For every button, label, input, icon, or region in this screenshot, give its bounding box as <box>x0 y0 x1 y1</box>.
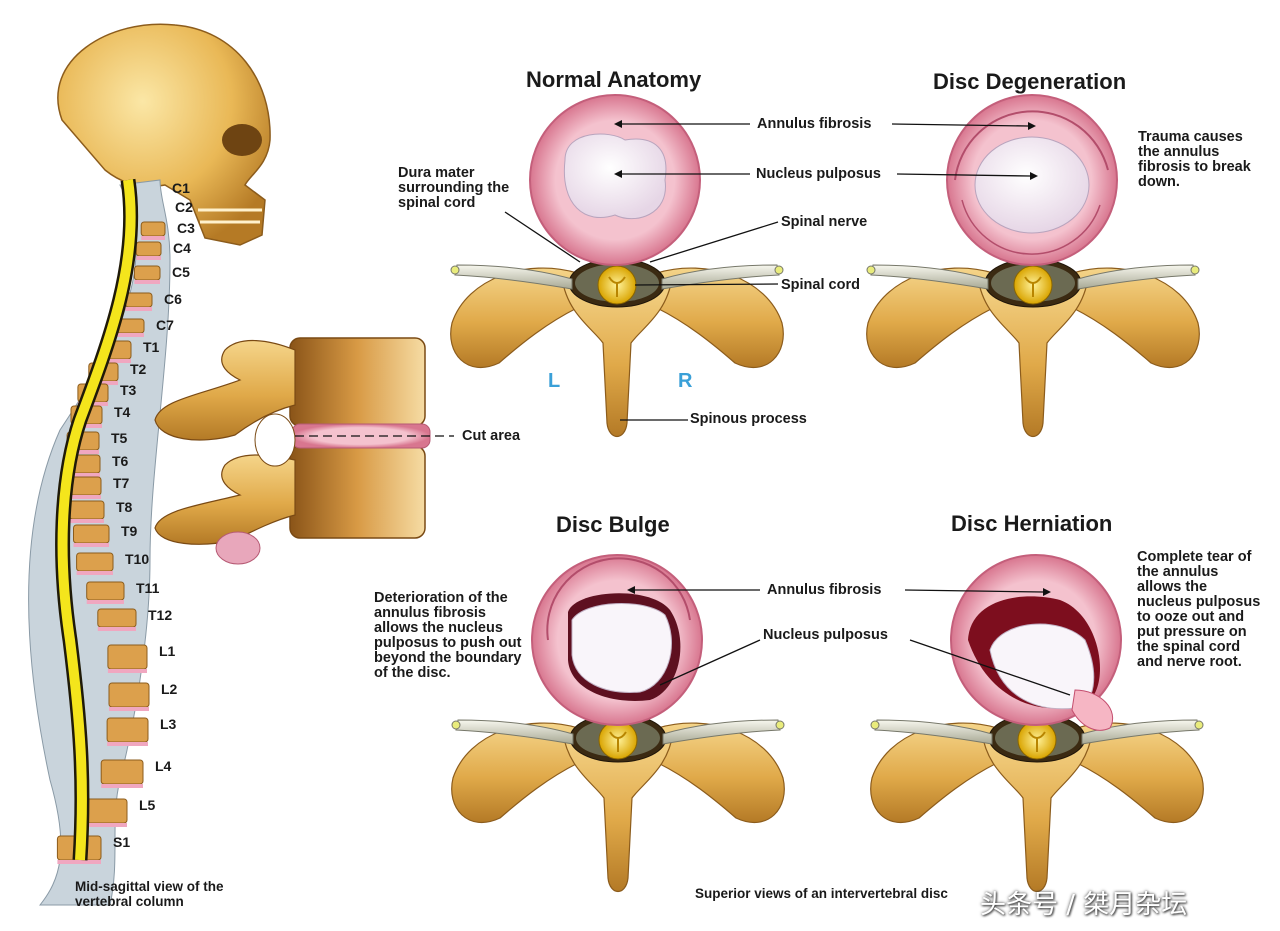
vertebral-body <box>86 581 125 601</box>
bulge-annulus-label: Annulus fibrosis <box>767 582 882 598</box>
intervertebral-disc <box>109 707 149 711</box>
vertebra-label-t12: T12 <box>148 607 173 623</box>
vertebra-label-c5: C5 <box>172 264 190 280</box>
intervertebral-disc <box>71 424 102 428</box>
bulge-vertebra <box>450 554 786 893</box>
nucleus-pulposus-label: Nucleus pulposus <box>756 166 881 182</box>
cut-area-label: Cut area <box>462 428 521 444</box>
column-illustration <box>28 23 271 906</box>
vertebral-body <box>106 717 149 743</box>
intervertebral-disc <box>67 495 101 499</box>
vertebral-body <box>100 759 144 785</box>
vertebral-body <box>83 798 128 824</box>
intervertebral-disc <box>125 307 152 311</box>
lateral-vertebrae <box>154 337 450 565</box>
vertebra-label-c1: C1 <box>172 180 190 196</box>
vertebral-body <box>68 500 105 520</box>
vertebra-label-t1: T1 <box>143 339 160 355</box>
intervertebral-disc <box>88 381 118 385</box>
disc-herniation-title: Disc Herniation <box>951 511 1113 536</box>
herniation-note: Complete tear of the annulus allows the … <box>1137 549 1261 670</box>
vertebra-label-t7: T7 <box>113 475 130 491</box>
vertebral-body <box>97 608 137 628</box>
vertebra-label-l5: L5 <box>139 797 156 813</box>
vertebra-label-l1: L1 <box>159 643 176 659</box>
watermark-text: 头条号 / 桀月杂坛 <box>980 890 1188 920</box>
intervertebral-disc <box>86 600 124 604</box>
vertebral-body <box>108 682 150 708</box>
intervertebral-disc <box>76 571 113 575</box>
column-caption: Mid-sagittal view of the vertebral colum… <box>75 879 224 909</box>
vertebra-label-t2: T2 <box>130 361 147 377</box>
vertebra-label-t6: T6 <box>112 453 129 469</box>
intervertebral-disc <box>102 359 131 363</box>
vertebra-label-l4: L4 <box>155 758 172 774</box>
spinal-nerve-label: Spinal nerve <box>781 214 868 230</box>
intervertebral-disc <box>107 742 148 746</box>
degeneration-vertebra <box>865 94 1201 438</box>
vertebra-label-t5: T5 <box>111 430 128 446</box>
herniation-vertebra <box>869 554 1205 893</box>
disc-bulge-title: Disc Bulge <box>556 512 670 537</box>
right-side-marker: R <box>678 370 693 392</box>
vertebra-label-t3: T3 <box>120 382 137 398</box>
intervertebral-disc <box>136 256 161 260</box>
vertebra-label-s1: S1 <box>113 834 131 850</box>
vertebral-body <box>107 644 148 670</box>
vertebra-label-c4: C4 <box>173 240 191 256</box>
intervertebral-disc <box>101 784 143 788</box>
intervertebral-disc <box>84 823 127 827</box>
degeneration-note: Trauma causes the annulus fibrosis to br… <box>1138 129 1251 190</box>
intervertebral-disc <box>141 236 165 240</box>
annulus-fibrosis-label: Annulus fibrosis <box>757 116 872 132</box>
vertebra-label-t8: T8 <box>116 499 133 515</box>
vertebra-label-t4: T4 <box>114 404 131 420</box>
left-side-marker: L <box>548 370 561 392</box>
vertebra-label-c2: C2 <box>175 199 193 215</box>
bulge-nucleus-label: Nucleus pulposus <box>763 627 888 643</box>
spinal-cord-label: Spinal cord <box>781 277 860 293</box>
vertebral-body <box>73 524 110 544</box>
intervertebral-disc <box>69 519 104 523</box>
vertebra-label-l3: L3 <box>160 716 177 732</box>
vertebral-body <box>133 265 161 281</box>
intervertebral-disc <box>73 543 109 547</box>
intervertebral-disc <box>67 450 99 454</box>
vertebra-label-c6: C6 <box>164 291 182 307</box>
intervertebral-disc <box>97 627 136 631</box>
vertebra-label-t9: T9 <box>121 523 138 539</box>
vertebral-body <box>125 292 153 308</box>
vertebra-label-c7: C7 <box>156 317 174 333</box>
spinous-process-label: Spinous process <box>690 411 807 427</box>
intervertebral-disc <box>107 669 147 673</box>
dura-mater-label: Dura mater surrounding the spinal cord <box>398 165 510 211</box>
disc-degeneration-title: Disc Degeneration <box>933 69 1127 94</box>
normal-anatomy-title: Normal Anatomy <box>526 67 702 92</box>
leader-lines <box>450 120 1071 696</box>
intervertebral-disc <box>57 860 101 864</box>
normal-vertebra <box>449 94 785 438</box>
intervertebral-disc <box>67 473 100 477</box>
intervertebral-disc <box>116 333 144 337</box>
vertebral-body <box>76 552 114 572</box>
intervertebral-disc <box>134 280 160 284</box>
vertebra-label-t11: T11 <box>136 580 160 596</box>
vertebral-body <box>135 241 162 257</box>
bulge-note: Deterioration of the annulus fibrosis al… <box>374 590 522 681</box>
superior-views-caption: Superior views of an intervertebral disc <box>695 886 948 901</box>
vertebra-label-c3: C3 <box>177 220 195 236</box>
vertebra-label-l2: L2 <box>161 681 178 697</box>
vertebra-label-t10: T10 <box>125 551 150 567</box>
vertebral-body <box>140 221 166 237</box>
